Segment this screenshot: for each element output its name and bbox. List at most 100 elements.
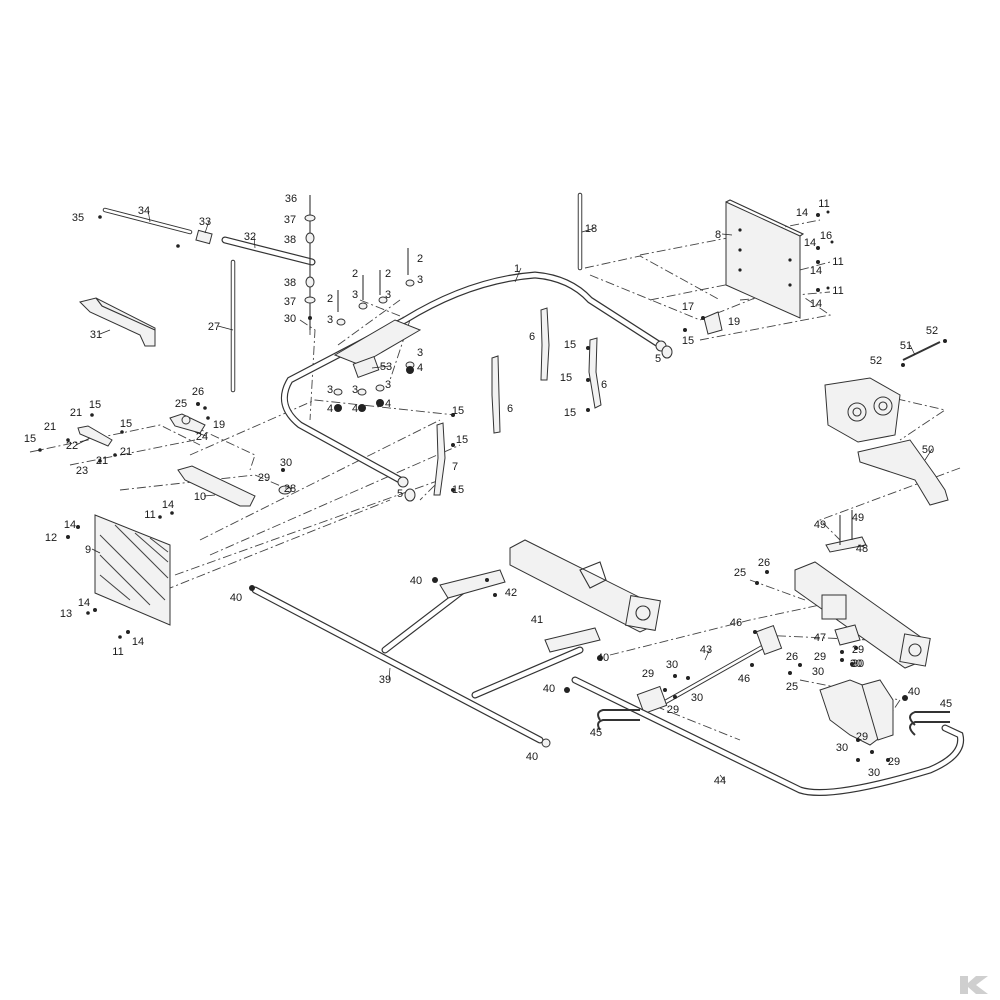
callout-label-c45a: 45 xyxy=(590,727,602,739)
u-bolts-45 xyxy=(597,709,950,736)
callout-label-c4c: 4 xyxy=(352,403,358,415)
callout-label-c45b: 45 xyxy=(940,698,952,710)
lower-bow-tube-44 xyxy=(571,676,965,796)
callout-label-c40e: 40 xyxy=(597,652,609,664)
callout-label-c37a: 37 xyxy=(284,214,296,226)
callout-label-c14h: 14 xyxy=(132,636,144,648)
callout-label-c18: 18 xyxy=(585,223,597,235)
callout-label-c29c: 29 xyxy=(667,704,679,716)
nuts-3-4 xyxy=(333,279,415,412)
callout-label-c16: 16 xyxy=(820,230,832,242)
callout-label-c31: 31 xyxy=(90,329,102,341)
pin-51 xyxy=(902,341,941,361)
callout-label-c3c: 3 xyxy=(352,289,358,301)
callout-label-c26b: 26 xyxy=(758,557,770,569)
callout-label-c41: 41 xyxy=(531,614,543,626)
callout-label-c2b: 2 xyxy=(385,268,391,280)
callout-label-c15a: 15 xyxy=(564,339,576,351)
callout-label-c27: 27 xyxy=(208,321,220,333)
callout-label-c51: 51 xyxy=(900,340,912,352)
callout-label-c4a: 4 xyxy=(417,362,423,374)
callout-label-c15g: 15 xyxy=(452,484,464,496)
callout-label-c49a: 49 xyxy=(814,519,826,531)
callout-label-c29d: 29 xyxy=(814,651,826,663)
callout-label-c36: 36 xyxy=(285,193,297,205)
strut-6-a xyxy=(540,307,550,381)
callout-label-c43: 43 xyxy=(700,644,712,656)
callout-label-c30i: 30 xyxy=(852,658,864,670)
callout-leader-c27 xyxy=(217,325,234,331)
callout-label-c30f: 30 xyxy=(836,742,848,754)
bolts-2 xyxy=(337,248,409,312)
callout-label-c9: 9 xyxy=(85,544,91,556)
callout-label-c14g: 14 xyxy=(78,597,90,609)
rod-34-bushing-33-rod-32 xyxy=(102,207,316,393)
callout-label-c21c: 21 xyxy=(120,446,132,458)
callout-label-c35: 35 xyxy=(72,212,84,224)
callout-label-c3g: 3 xyxy=(352,384,358,396)
callout-label-c3h: 3 xyxy=(385,379,391,391)
callout-leader-c9 xyxy=(91,548,101,554)
callout-label-c25c: 25 xyxy=(786,681,798,693)
callout-label-c30d: 30 xyxy=(812,666,824,678)
callout-label-c30e: 30 xyxy=(850,658,862,670)
callout-label-c21a: 21 xyxy=(44,421,56,433)
callout-label-c11b: 11 xyxy=(832,256,843,268)
callout-label-c6b: 6 xyxy=(601,379,607,391)
callout-label-c30b: 30 xyxy=(666,659,678,671)
center-beam xyxy=(509,539,661,633)
callout-leader-c31 xyxy=(99,329,111,335)
callout-leader-c8 xyxy=(721,233,733,236)
callout-leader-c51 xyxy=(909,344,916,356)
callout-label-c11a: 11 xyxy=(818,198,829,210)
bar-43 xyxy=(636,625,783,715)
bracket-24 xyxy=(169,413,206,434)
callout-label-c29b: 29 xyxy=(642,668,654,680)
callout-label-c38a: 38 xyxy=(284,234,296,246)
callout-label-c25b: 25 xyxy=(734,567,746,579)
callout-label-c40d: 40 xyxy=(543,683,555,695)
callout-label-c30c: 30 xyxy=(691,692,703,704)
callout-label-c19a: 19 xyxy=(728,316,740,328)
callout-label-c6c: 6 xyxy=(507,403,513,415)
callout-label-c52a: 52 xyxy=(926,325,938,337)
callout-leader-c39 xyxy=(388,667,391,680)
callout-leader-c22 xyxy=(75,437,91,446)
callout-leader-c44 xyxy=(719,774,725,781)
callout-label-c50: 50 xyxy=(922,444,934,456)
callout-label-c15j: 15 xyxy=(24,433,36,445)
callout-label-c4d: 4 xyxy=(385,398,391,410)
callout-label-c8: 8 xyxy=(715,229,721,241)
callout-label-c19b: 19 xyxy=(213,419,225,431)
callout-label-c4b: 4 xyxy=(327,403,333,415)
callout-label-c40b: 40 xyxy=(526,751,538,763)
callout-leader-c10 xyxy=(203,494,216,497)
clip-17 xyxy=(703,311,723,335)
right-beam xyxy=(794,561,931,669)
callout-leader-c43 xyxy=(704,648,711,661)
callout-label-c28: 28 xyxy=(284,483,296,495)
callout-label-c6a: 6 xyxy=(529,331,535,343)
brand-logo-icon xyxy=(960,976,988,994)
bracket-22 xyxy=(77,425,113,447)
callout-label-c30h: 30 xyxy=(284,313,296,325)
callout-label-c30g: 30 xyxy=(868,767,880,779)
callout-label-c29f: 29 xyxy=(856,731,868,743)
callout-label-c11d: 11 xyxy=(144,509,155,521)
bracket-47 xyxy=(834,624,861,646)
callout-label-c29a: 29 xyxy=(258,472,270,484)
strut-7 xyxy=(433,422,446,496)
callout-label-c39: 39 xyxy=(379,674,391,686)
bracket-10 xyxy=(177,465,256,507)
headstock-block xyxy=(824,377,901,443)
callout-label-c15i: 15 xyxy=(120,418,132,430)
callout-label-c7: 7 xyxy=(452,461,458,473)
callout-label-c17: 17 xyxy=(682,301,694,313)
lower-frame-39 xyxy=(249,569,601,748)
callout-label-c24: 24 xyxy=(196,431,208,443)
callout-label-c25a: 25 xyxy=(175,398,187,410)
callout-label-c40c: 40 xyxy=(410,575,422,587)
callout-leader-c1 xyxy=(514,267,522,283)
callout-label-c14a: 14 xyxy=(796,207,808,219)
